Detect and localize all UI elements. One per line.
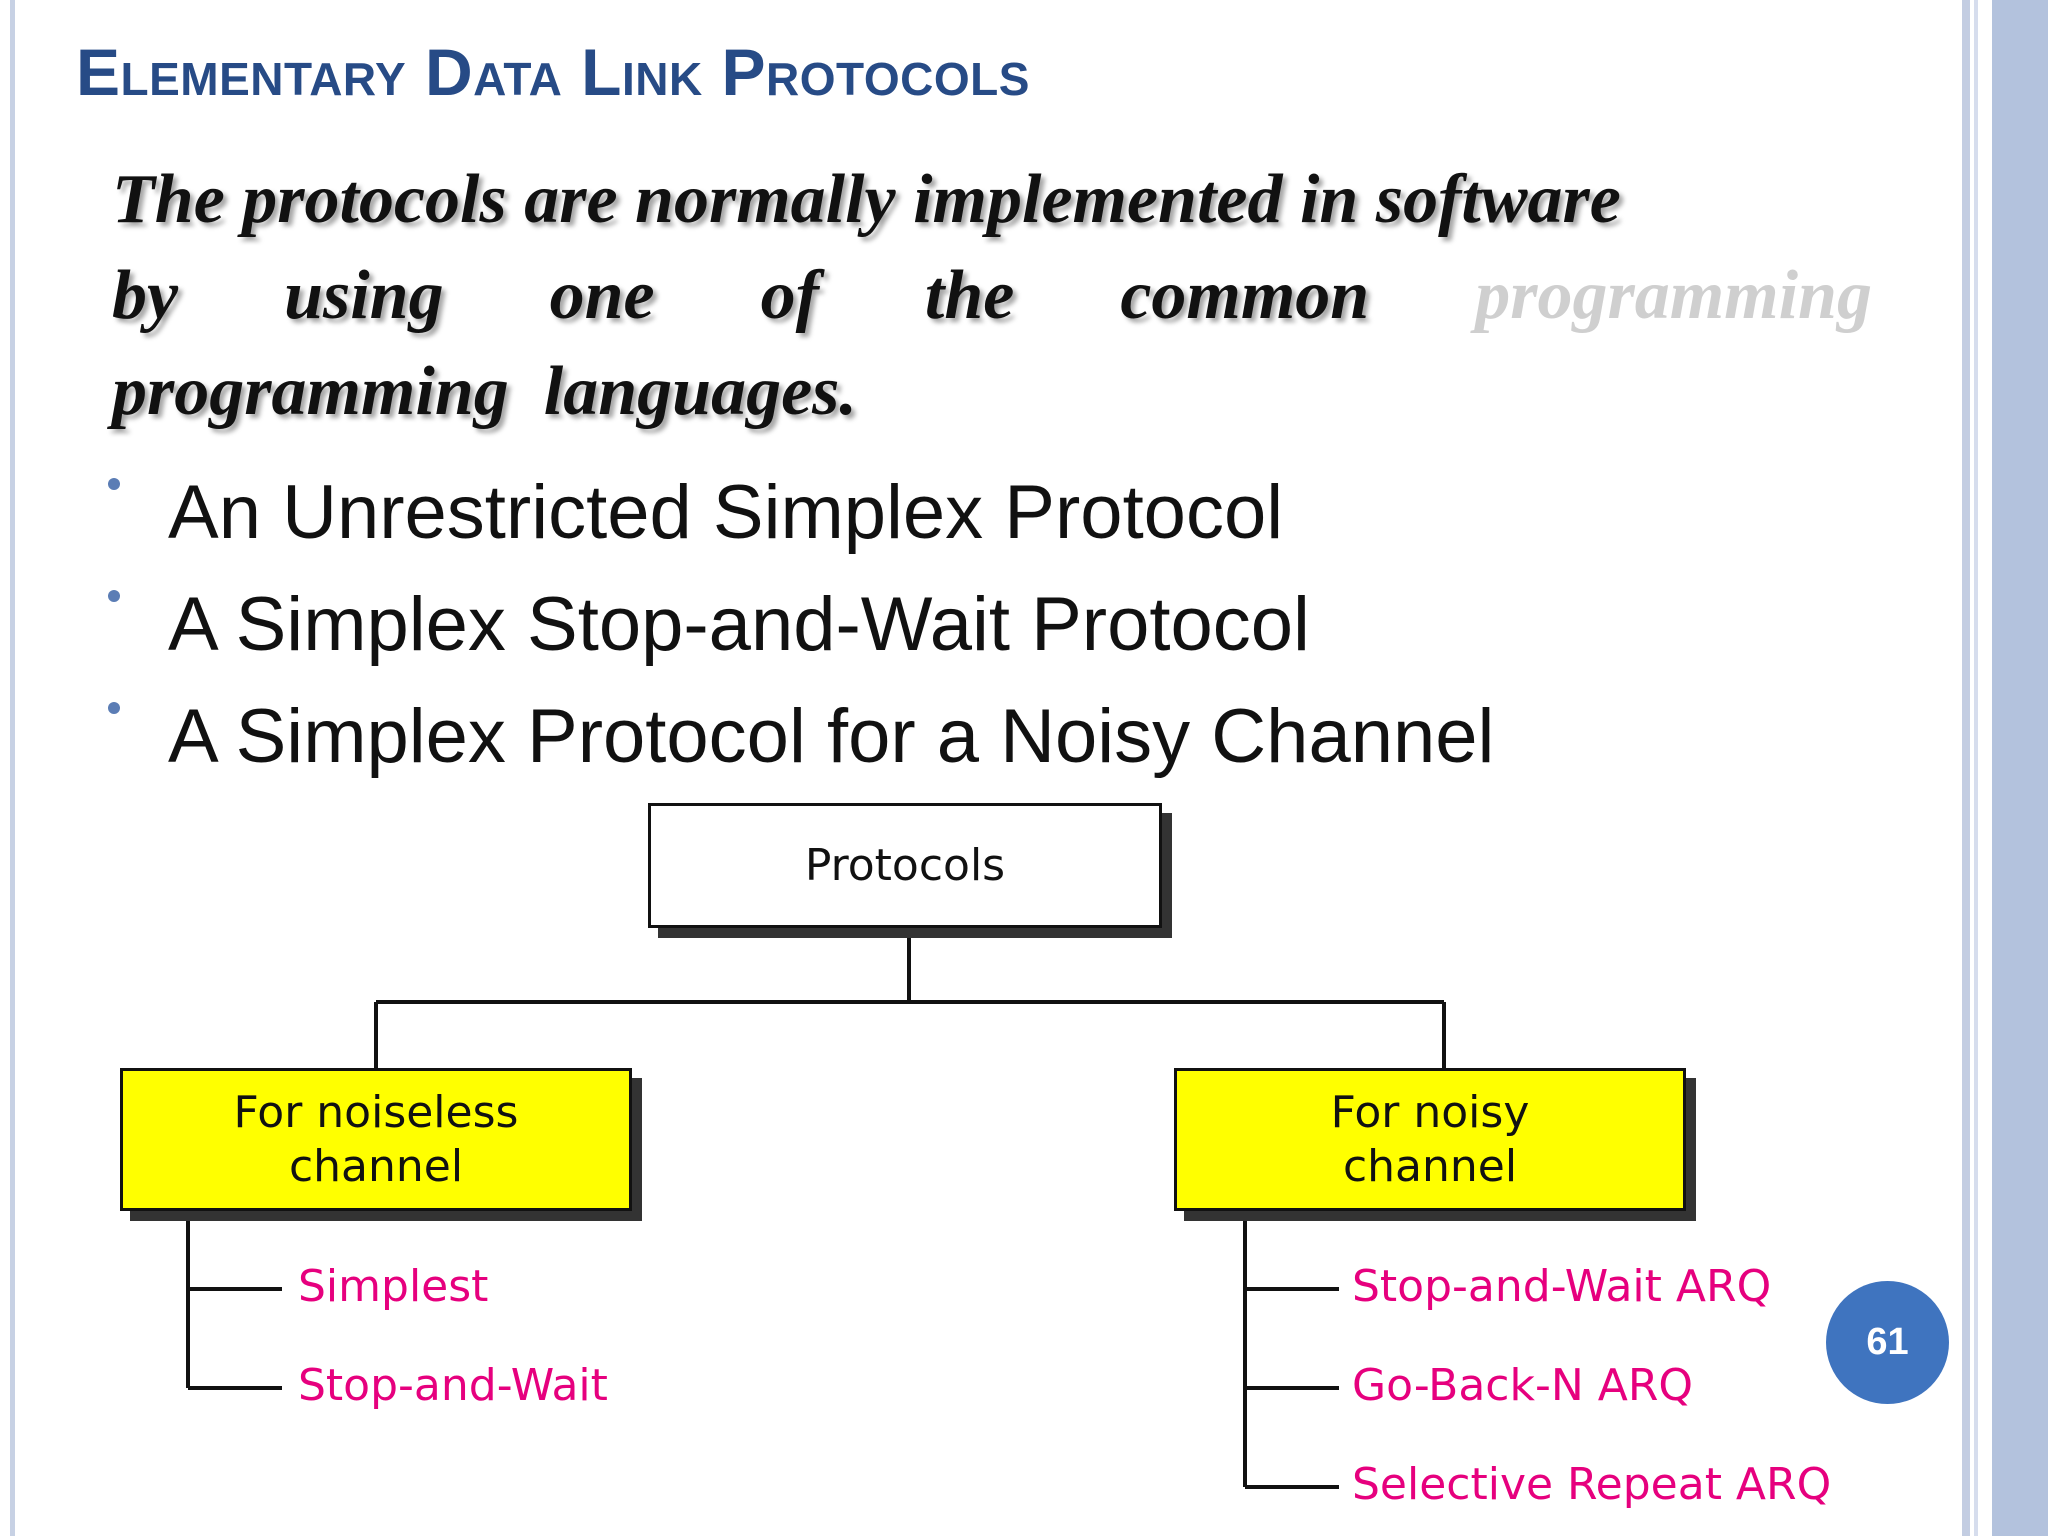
protocols-root-box: Protocols: [648, 803, 1162, 928]
noiseless-line-2: channel: [288, 1140, 464, 1192]
slide-title: Elementary Data Link Protocols: [76, 35, 1030, 109]
noiseless-line-1: For noiseless: [233, 1086, 519, 1138]
protocol-go-back-n-arq: Go-Back-N ARQ: [1352, 1360, 1694, 1411]
intro-word: one: [549, 257, 655, 334]
intro-line-1: The protocols are normally implemented i…: [112, 161, 1621, 238]
protocol-selective-repeat-arq: Selective Repeat ARQ: [1352, 1459, 1832, 1510]
bullet-dot-icon: [108, 478, 120, 490]
intro-word: the: [924, 257, 1015, 334]
protocol-simplest: Simplest: [298, 1261, 489, 1312]
protocol-stop-and-wait: Stop-and-Wait: [298, 1360, 608, 1411]
left-border-rule: [10, 0, 15, 1536]
intro-paragraph: The protocols are normally implemented i…: [112, 152, 1872, 440]
right-decorative-band: [1962, 0, 2048, 1536]
bullet-dot-icon: [108, 590, 120, 602]
intro-ghost-word: programming: [1475, 257, 1872, 334]
noisy-channel-box: For noisy channel: [1174, 1068, 1686, 1211]
page-number-badge: 61: [1826, 1281, 1949, 1404]
noisy-line-2: channel: [1342, 1140, 1518, 1192]
bullet-item: A Simplex Stop-and-Wait Protocol: [100, 568, 1494, 680]
intro-word: by: [112, 257, 179, 334]
intro-line-2: by using one of the common programming: [112, 248, 1872, 344]
bullet-text: A Simplex Protocol for a Noisy Channel: [168, 693, 1495, 779]
bullet-text: An Unrestricted Simplex Protocol: [168, 469, 1284, 555]
noiseless-channel-box: For noiseless channel: [120, 1068, 632, 1211]
intro-word: using: [284, 257, 444, 334]
bullet-text: A Simplex Stop-and-Wait Protocol: [168, 581, 1310, 667]
noisy-line-1: For noisy: [1330, 1086, 1530, 1138]
bullet-item: An Unrestricted Simplex Protocol: [100, 456, 1494, 568]
intro-line-3: programming languages.: [112, 353, 857, 430]
intro-word: of: [760, 257, 819, 334]
bullet-list: An Unrestricted Simplex Protocol A Simpl…: [100, 456, 1494, 792]
bullet-dot-icon: [108, 702, 120, 714]
protocol-stop-and-wait-arq: Stop-and-Wait ARQ: [1352, 1261, 1772, 1312]
intro-word: common: [1120, 257, 1370, 334]
bullet-item: A Simplex Protocol for a Noisy Channel: [100, 680, 1494, 792]
